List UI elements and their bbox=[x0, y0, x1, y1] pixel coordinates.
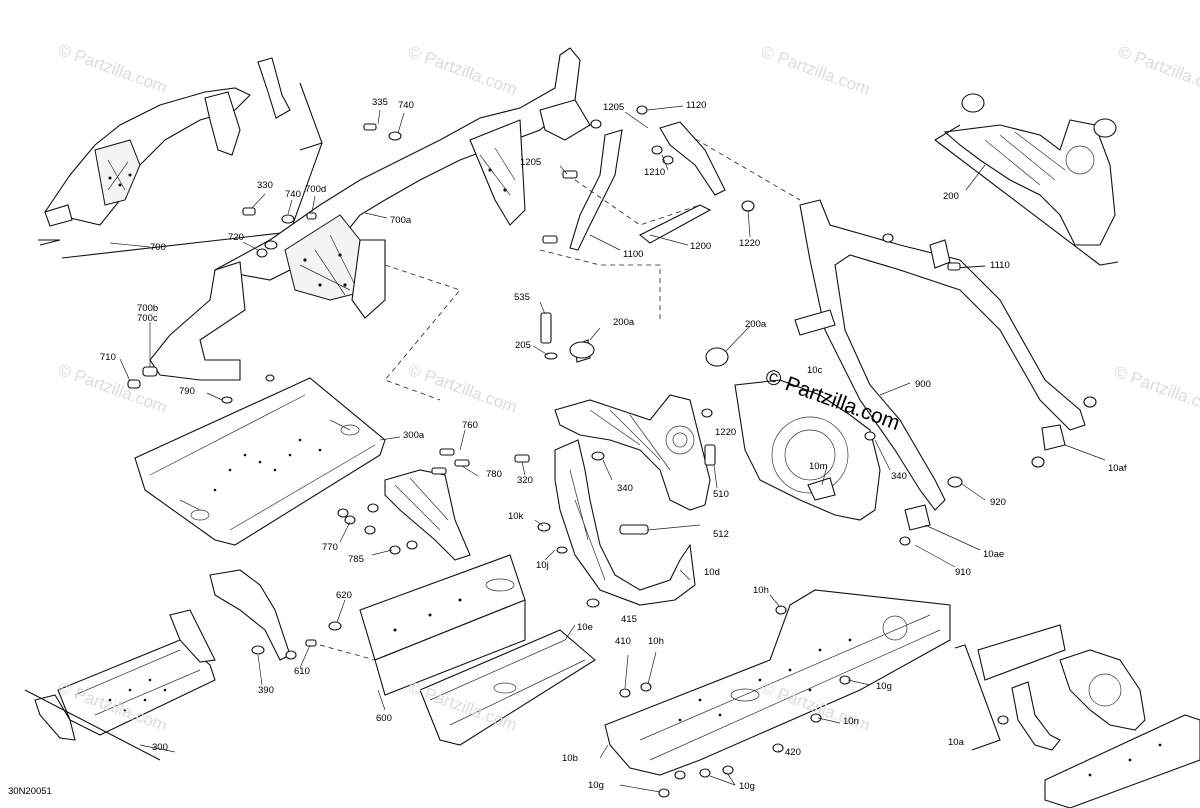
callout-label: 1110 bbox=[990, 260, 1010, 271]
callout-label: 10j bbox=[536, 560, 549, 571]
callout-label: 760 bbox=[462, 420, 478, 431]
part-900-rail bbox=[679, 129, 1106, 568]
diagram-reference-code: 30N20051 bbox=[8, 786, 52, 797]
callout-label: 700d bbox=[305, 184, 327, 195]
callout-label: 10h bbox=[648, 636, 664, 647]
part-center-bracket bbox=[532, 301, 711, 511]
callout-label: 535 bbox=[514, 292, 530, 303]
callout-label: 200 bbox=[943, 191, 959, 202]
callout-label: 790 bbox=[179, 386, 195, 397]
part-300a-plate bbox=[134, 377, 401, 546]
callout-label: 390 bbox=[258, 685, 274, 696]
callout-label: 1220 bbox=[715, 427, 737, 438]
callout-label: 785 bbox=[348, 554, 364, 565]
callout-label: 900 bbox=[915, 379, 931, 390]
callout-label: 10c bbox=[807, 365, 823, 376]
callout-label: 420 bbox=[785, 747, 801, 758]
callout-label: 1200 bbox=[690, 241, 712, 252]
callout-label: 320 bbox=[517, 475, 533, 486]
callout-label: 620 bbox=[336, 590, 352, 601]
callout-label: 10ae bbox=[983, 549, 1005, 560]
callout-label: 700 bbox=[150, 242, 166, 253]
callout-label: 710 bbox=[100, 352, 116, 363]
callout-label: 205 bbox=[515, 340, 531, 351]
callout-label: 10b bbox=[562, 753, 578, 764]
callout-label: 780 bbox=[486, 469, 502, 480]
part-600-panel bbox=[319, 554, 596, 746]
part-300-assembly bbox=[24, 569, 317, 761]
callout-label: 340 bbox=[617, 483, 633, 494]
callout-label: 1205 bbox=[603, 102, 625, 113]
part-700a-main-frame bbox=[149, 47, 661, 401]
part-10c-bracket bbox=[701, 325, 891, 521]
fastener-cluster-top bbox=[242, 109, 405, 258]
callout-label: 10g bbox=[739, 781, 755, 792]
callout-label: 700a bbox=[390, 215, 412, 226]
callout-label: 1210 bbox=[644, 167, 666, 178]
callout-label: 415 bbox=[621, 614, 637, 625]
callout-label: 1220 bbox=[739, 238, 761, 249]
callout-label: 1205 bbox=[520, 157, 542, 168]
callout-label: 512 bbox=[713, 529, 729, 540]
callout-label: 10g bbox=[588, 780, 604, 791]
callout-label: 10g bbox=[876, 681, 892, 692]
callout-label: 10n bbox=[843, 716, 859, 727]
callout-label: 720 bbox=[228, 232, 244, 243]
callout-label: 200a bbox=[613, 317, 635, 328]
callout-label: 300a bbox=[403, 430, 425, 441]
callout-label: 740 bbox=[285, 189, 301, 200]
callout-label: 700b bbox=[137, 303, 159, 314]
callout-label: 920 bbox=[990, 497, 1006, 508]
callout-label: 10a bbox=[948, 737, 964, 748]
part-10a-assembly bbox=[954, 624, 1200, 808]
callout-label: 10e bbox=[577, 622, 593, 633]
callout-label: 330 bbox=[257, 180, 273, 191]
callout-label: 510 bbox=[713, 489, 729, 500]
callout-label: 910 bbox=[955, 567, 971, 578]
part-700-assembly bbox=[38, 57, 323, 259]
callout-label: 200a bbox=[745, 319, 767, 330]
callout-label: 410 bbox=[615, 636, 631, 647]
callout-label: 10d bbox=[704, 567, 720, 578]
callout-label: 740 bbox=[398, 100, 414, 111]
part-10d-side-frame bbox=[514, 439, 718, 608]
part-1100-rod bbox=[542, 105, 961, 271]
callout-label: 700c bbox=[137, 313, 158, 324]
callout-label: 10af bbox=[1108, 463, 1127, 474]
callout-label: 770 bbox=[322, 542, 338, 553]
callout-label: 340 bbox=[891, 471, 907, 482]
callout-label: 10k bbox=[508, 511, 524, 522]
callout-label: 300 bbox=[152, 742, 168, 753]
callout-label: 10h bbox=[753, 585, 769, 596]
part-760-bracket bbox=[337, 429, 479, 561]
callout-label: 10m bbox=[809, 461, 828, 472]
part-200-assembly bbox=[934, 93, 1119, 266]
callout-label: 1100 bbox=[623, 249, 644, 260]
callout-label: 600 bbox=[376, 713, 392, 724]
callout-label: 610 bbox=[294, 666, 310, 677]
part-10b-floor bbox=[599, 589, 951, 798]
callout-label: 1120 bbox=[686, 100, 707, 111]
callout-label: 335 bbox=[372, 97, 388, 108]
part-700b-bracket bbox=[119, 322, 275, 404]
